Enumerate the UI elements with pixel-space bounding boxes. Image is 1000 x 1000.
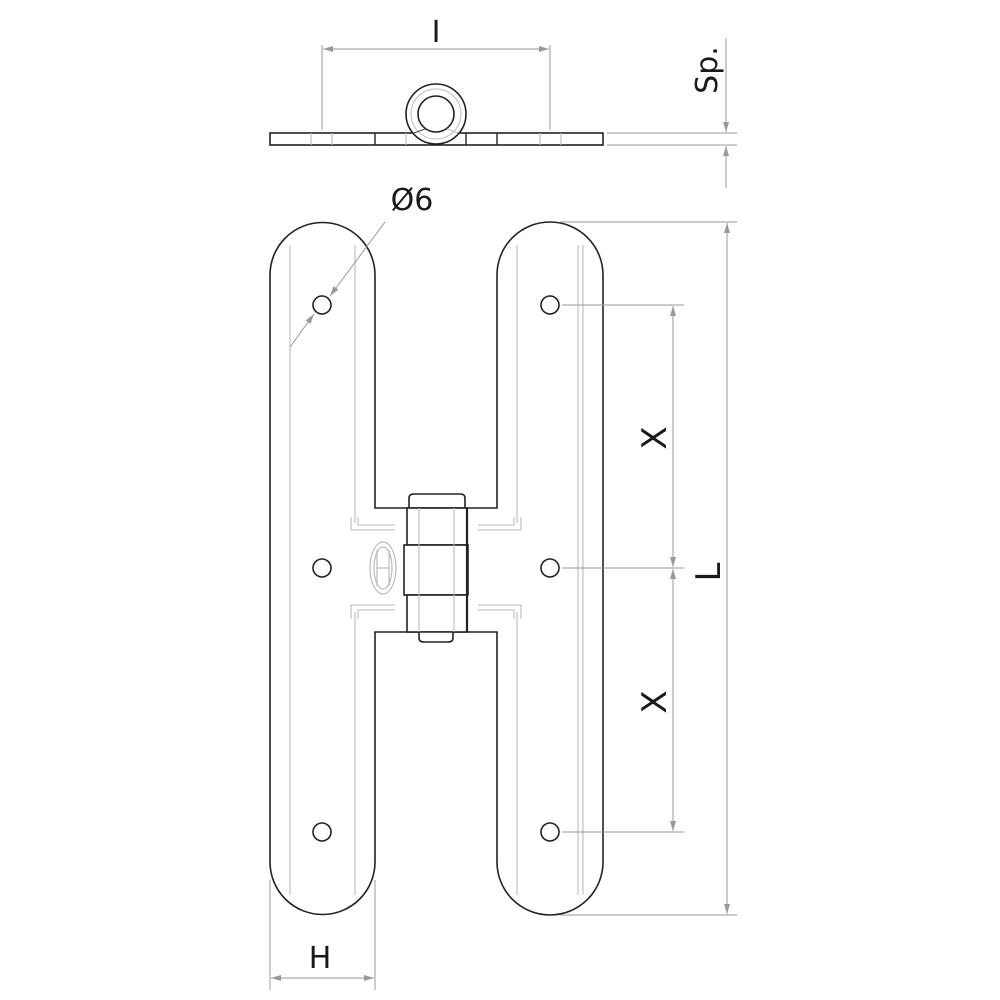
dimension-hole-diameter: Ø6: [289, 183, 434, 348]
top-view: [269, 83, 604, 146]
label-I: I: [432, 15, 441, 50]
dimension-X: X X: [562, 304, 684, 833]
dimension-I: I: [321, 15, 551, 130]
screw-hole: [312, 822, 332, 842]
label-X-lower: X: [635, 690, 675, 713]
knuckle-pin-circle: [417, 95, 455, 133]
dimension-Sp: Sp.: [607, 38, 737, 188]
manufacturer-logo: [369, 541, 397, 595]
label-Sp: Sp.: [690, 46, 725, 94]
screw-hole: [312, 558, 332, 578]
pin-cap-top: [408, 493, 466, 509]
dimension-L: L: [560, 221, 737, 916]
label-diameter: Ø6: [391, 183, 434, 218]
dimension-H: H: [269, 880, 376, 990]
screw-hole: [540, 558, 560, 578]
label-X-upper: X: [635, 426, 675, 449]
front-view: [269, 221, 604, 916]
screw-hole: [540, 822, 560, 842]
plate-segment-lines: [310, 133, 562, 145]
screw-hole: [540, 295, 560, 315]
label-H: H: [309, 941, 332, 976]
pin-end-bottom: [418, 631, 454, 643]
knuckle: [403, 493, 469, 643]
label-L: L: [689, 562, 729, 581]
screw-holes: [312, 295, 560, 842]
leaf-fold-lines: [289, 245, 584, 895]
screw-hole: [312, 295, 332, 315]
